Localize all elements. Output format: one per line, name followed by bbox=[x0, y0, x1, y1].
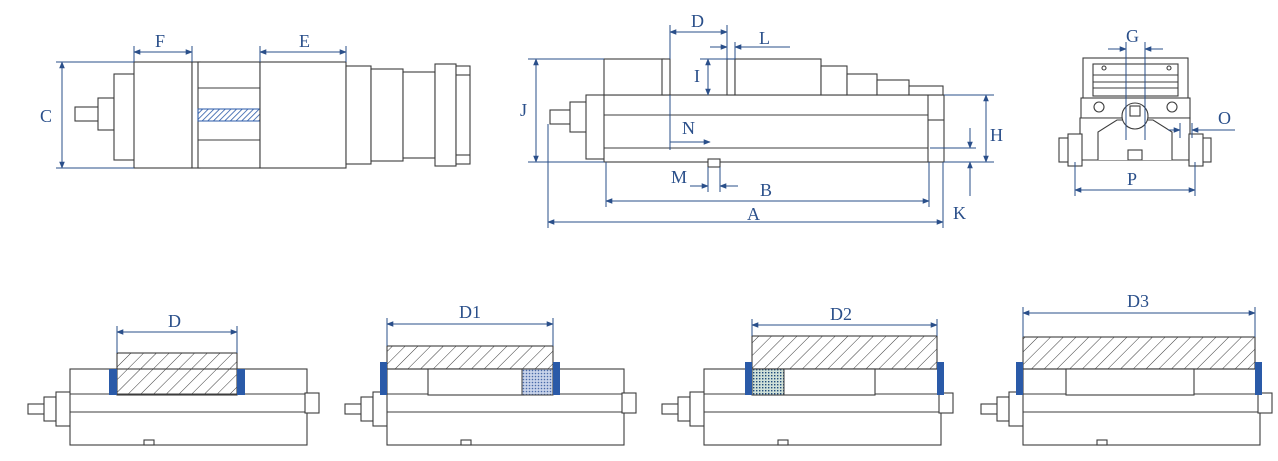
end-bolt-left bbox=[1093, 101, 1105, 113]
config-d-jaw-right bbox=[237, 369, 245, 395]
config-d1-handle-hub bbox=[360, 396, 374, 422]
config-d3-key bbox=[1096, 439, 1108, 446]
config-d1-rear-cap bbox=[621, 392, 637, 414]
config-d1-jaw-left bbox=[380, 362, 387, 395]
end-cap bbox=[113, 73, 137, 161]
config-d2-workpiece bbox=[751, 335, 938, 370]
side-movable-jaw-plate bbox=[726, 58, 736, 96]
config-d1-inner-jaw bbox=[521, 368, 554, 396]
config-d3-label: D3 bbox=[1127, 291, 1149, 311]
config-d3-slot bbox=[1065, 368, 1195, 396]
fixed-jaw-block bbox=[133, 61, 193, 169]
side-view: D L I J N M B A bbox=[520, 11, 1003, 228]
config-d2-label: D2 bbox=[830, 304, 852, 324]
dim-label-p: P bbox=[1127, 169, 1137, 189]
body-step-3 bbox=[402, 71, 436, 159]
dim-label-e: E bbox=[299, 31, 310, 51]
top-view: F E C bbox=[40, 31, 471, 169]
config-d2-key bbox=[777, 439, 789, 446]
config-d1-handle-shaft bbox=[344, 403, 364, 415]
side-step-4 bbox=[908, 85, 944, 96]
config-d1-workpiece bbox=[386, 345, 554, 370]
dim-label-m: M bbox=[671, 167, 687, 187]
end-left-clamp-2 bbox=[1067, 133, 1083, 167]
dim-label-d: D bbox=[691, 11, 704, 31]
side-step-1 bbox=[820, 65, 848, 96]
config-d2-inner-jaw bbox=[751, 368, 785, 396]
config-d1-end-cap bbox=[372, 391, 389, 427]
handle-hub bbox=[97, 97, 115, 131]
config-d-label: D bbox=[168, 311, 181, 331]
config-d3-end-cap bbox=[1008, 391, 1025, 427]
dim-label-b: B bbox=[760, 180, 772, 200]
dim-label-g: G bbox=[1126, 26, 1139, 46]
config-d2-jaw-left bbox=[745, 362, 752, 395]
config-d3-handle-shaft bbox=[980, 403, 1000, 415]
end-right-clamp-2 bbox=[1188, 133, 1204, 167]
side-step-3 bbox=[876, 79, 910, 96]
config-d2-handle-hub bbox=[677, 396, 691, 422]
end-bolt-right bbox=[1166, 101, 1178, 113]
side-step-2 bbox=[846, 73, 878, 96]
config-d3-rear-cap bbox=[1257, 392, 1273, 414]
side-handle-shaft bbox=[549, 109, 573, 125]
config-d1-slot bbox=[427, 368, 525, 396]
side-fixed-jaw-plate bbox=[661, 58, 671, 96]
config-d2-end-cap bbox=[689, 391, 706, 427]
body-step-2 bbox=[370, 68, 404, 162]
end-screw-left bbox=[1101, 65, 1107, 71]
config-d3-jaw-left bbox=[1016, 362, 1023, 395]
side-fixed-jaw bbox=[603, 58, 665, 96]
rear-cap bbox=[455, 65, 471, 165]
movable-jaw-block bbox=[259, 61, 347, 169]
config-d-handle-shaft bbox=[27, 403, 47, 415]
dim-label-a: A bbox=[747, 204, 760, 224]
config-d-rear-cap bbox=[304, 392, 320, 414]
config-d3-jaw-right bbox=[1255, 362, 1262, 395]
config-d2-handle-shaft bbox=[661, 403, 681, 415]
config-d2: D2 bbox=[661, 304, 954, 446]
config-d-jaw-left bbox=[109, 369, 117, 395]
rear-plate bbox=[434, 63, 457, 167]
handle-shaft bbox=[74, 106, 101, 122]
config-d2-rear-cap bbox=[938, 392, 954, 414]
dim-label-l: L bbox=[759, 28, 770, 48]
config-d1-label: D1 bbox=[459, 302, 481, 322]
screw-section bbox=[197, 108, 261, 122]
dim-label-o: O bbox=[1218, 108, 1231, 128]
dim-label-i: I bbox=[694, 66, 700, 86]
config-d1: D1 bbox=[344, 302, 637, 446]
dim-label-k: K bbox=[953, 203, 966, 223]
config-d2-jaw-right bbox=[937, 362, 944, 395]
config-d3: D3 bbox=[980, 291, 1273, 446]
end-slot bbox=[1127, 149, 1143, 161]
side-rear-plate bbox=[927, 94, 945, 163]
config-d1-key bbox=[460, 439, 472, 446]
config-d-handle-hub bbox=[43, 396, 57, 422]
end-inner-frame bbox=[1092, 63, 1179, 97]
side-movable-jaw bbox=[734, 58, 822, 96]
end-screw-right bbox=[1166, 65, 1172, 71]
config-d3-workpiece bbox=[1022, 336, 1256, 370]
config-d3-handle-hub bbox=[996, 396, 1010, 422]
config-d1-jaw-right bbox=[553, 362, 560, 395]
dim-label-h: H bbox=[990, 125, 1003, 145]
dim-label-c: C bbox=[40, 106, 52, 126]
dim-label-j: J bbox=[520, 100, 527, 120]
end-screw-square bbox=[1129, 105, 1141, 117]
config-d-end-cap bbox=[55, 391, 72, 427]
config-d-key bbox=[143, 439, 155, 446]
dim-label-n: N bbox=[682, 118, 695, 138]
side-handle-hub bbox=[569, 101, 589, 133]
dim-label-f: F bbox=[155, 31, 165, 51]
config-d: D bbox=[27, 311, 320, 446]
side-body bbox=[603, 94, 931, 163]
side-end-cap bbox=[585, 94, 607, 160]
end-view: G O P bbox=[1058, 26, 1235, 196]
config-d-workpiece bbox=[116, 352, 238, 396]
side-key bbox=[707, 158, 721, 168]
body-step-1 bbox=[345, 65, 372, 165]
